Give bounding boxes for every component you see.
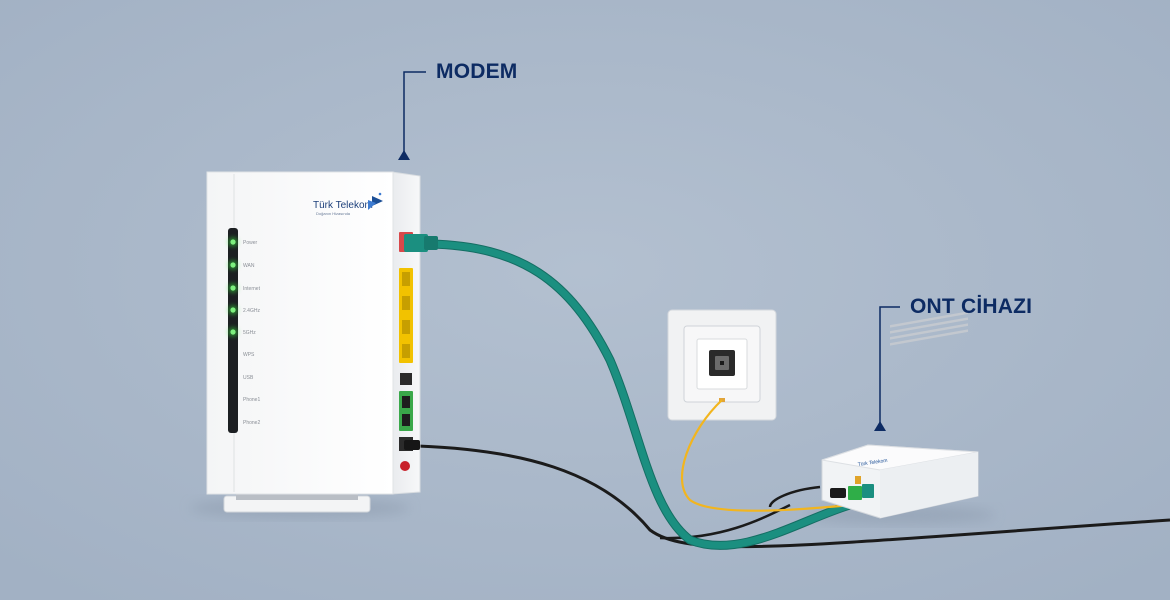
triangle-up-icon: [874, 421, 886, 431]
ont-callout-pointer: [874, 306, 900, 431]
ethernet-plug: [404, 234, 438, 252]
ont-fiber-port: [848, 486, 862, 500]
power-plug: [404, 440, 420, 450]
turk-telekom-logo: Türk Telekom Doğanın Hizasında: [313, 192, 383, 216]
brand-arrow-icon: [368, 192, 383, 210]
led-label: USB: [243, 375, 254, 381]
led-label: Power: [243, 240, 258, 246]
internet-led: [230, 285, 236, 291]
triangle-up-icon: [398, 150, 410, 160]
led-label: 5GHz: [243, 330, 256, 336]
led-label: WAN: [243, 263, 255, 269]
led-label: 2.4GHz: [243, 308, 260, 314]
fiber-wall-socket: [667, 309, 777, 421]
ont-power-port: [830, 488, 846, 498]
ont-adapter-cable: [768, 485, 821, 508]
led-label: Phone2: [243, 420, 260, 426]
ethernet-cable: [426, 240, 854, 549]
led-label: WPS: [243, 352, 255, 358]
usb-port: [400, 373, 412, 385]
led-label: Phone1: [243, 397, 260, 403]
power-led: [230, 239, 236, 245]
power-button: [400, 461, 410, 471]
wan-led: [230, 262, 236, 268]
brand-name: Türk Telekom: [313, 200, 373, 211]
led-label: Internet: [243, 286, 261, 292]
modem-label: MODEM: [436, 60, 518, 83]
wifi-5-led: [230, 329, 236, 335]
modem-device: [206, 171, 421, 513]
ont-shadow: [805, 506, 995, 524]
led-labels: Power WAN Internet 2.4GHz 5GHz WPS USB P…: [243, 240, 261, 426]
ont-device-label: ONT CİHAZI: [910, 295, 1033, 318]
wifi-24-led: [230, 307, 236, 313]
lan-ports: [399, 268, 413, 363]
modem-leds: [228, 237, 238, 337]
fiber-cable: [680, 399, 851, 512]
ont-device: Türk Telekom: [821, 311, 979, 519]
modem-callout-pointer: [398, 71, 426, 160]
brand-tagline: Doğanın Hizasında: [316, 211, 351, 216]
ont-lan-port: [862, 484, 874, 498]
ont-brand-mark: Türk Telekom: [857, 458, 887, 468]
